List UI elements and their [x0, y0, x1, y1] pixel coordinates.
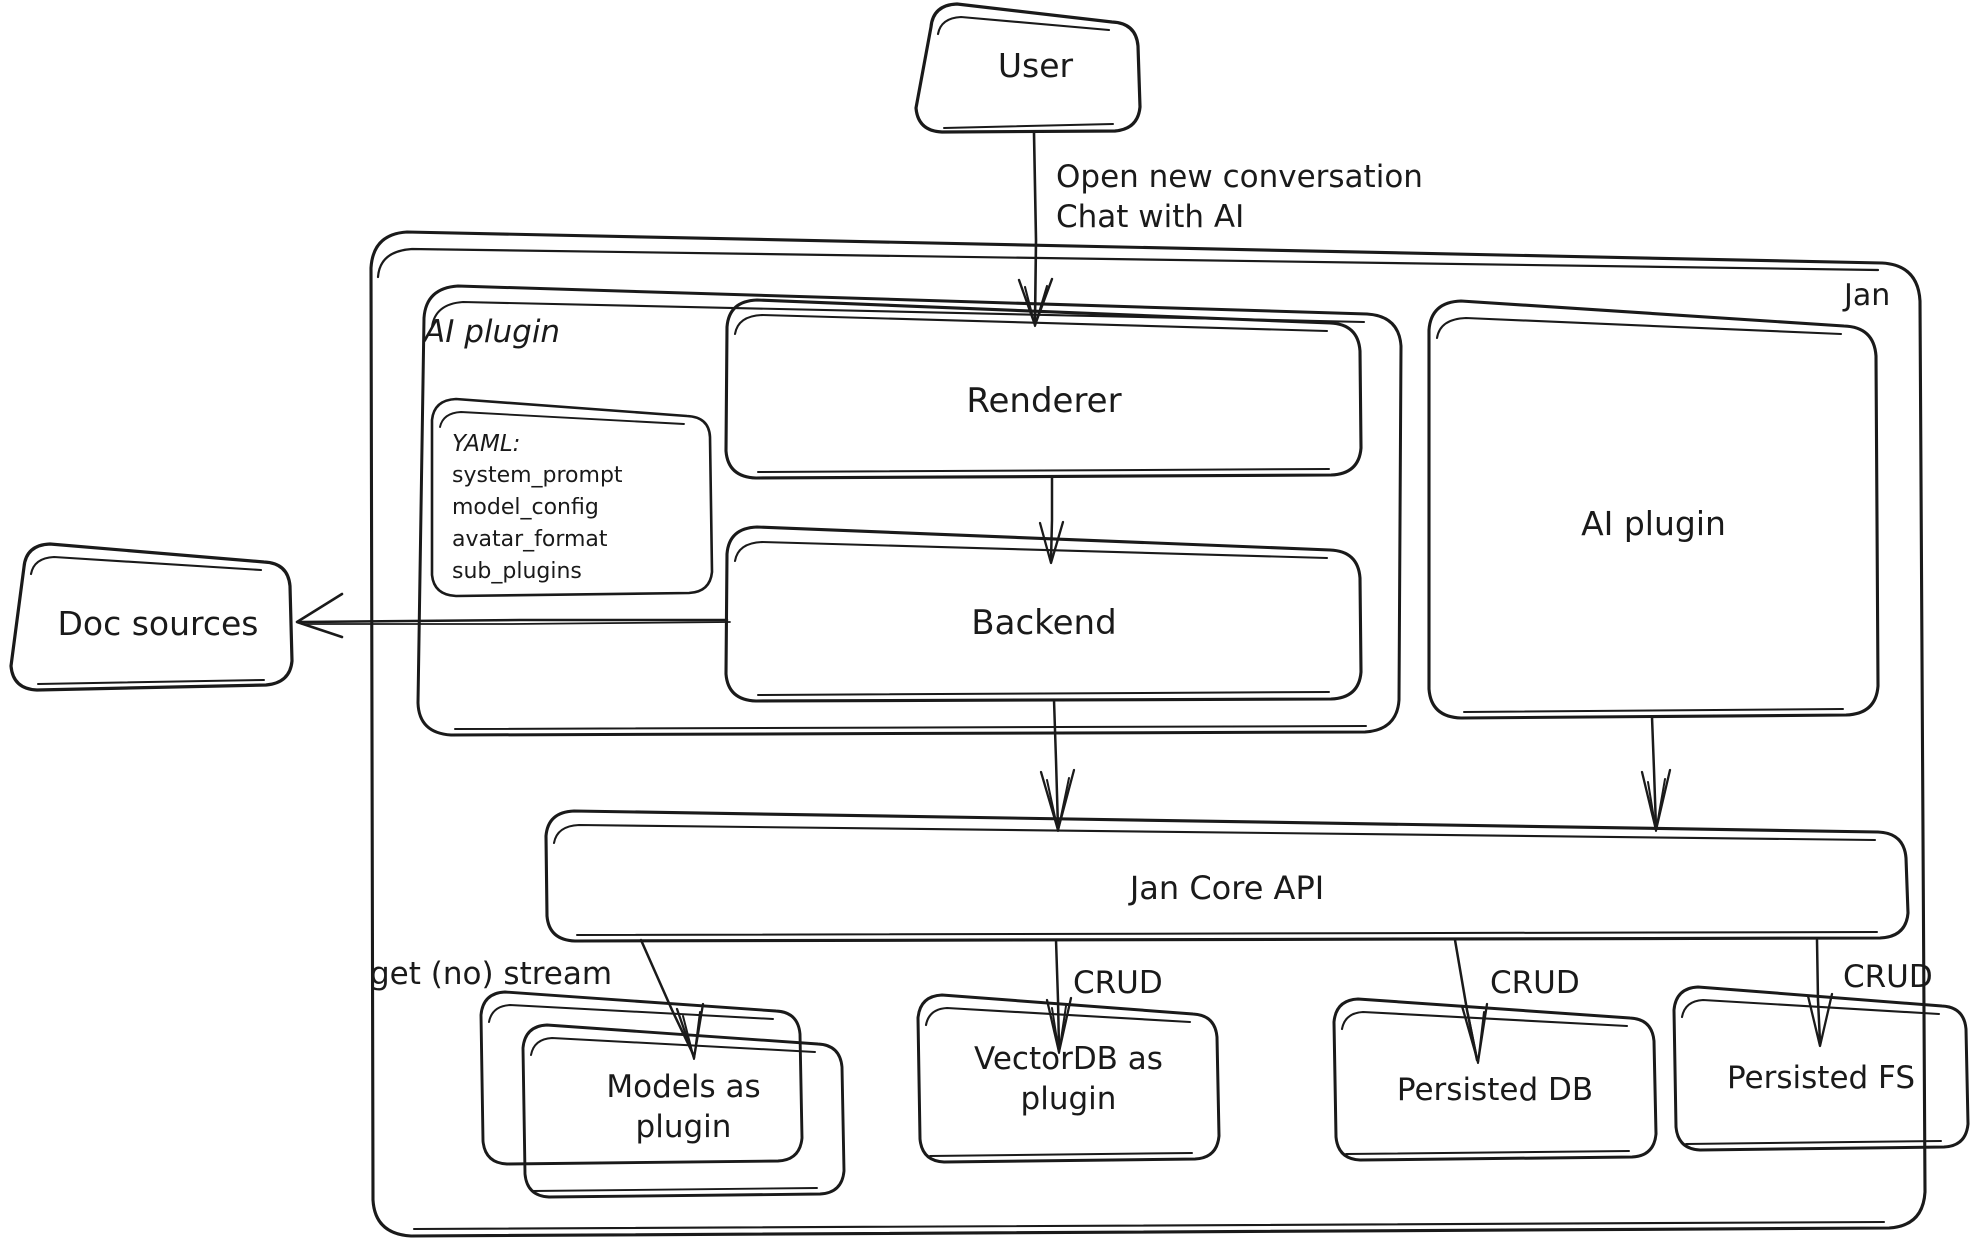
edge-core-vectordb-stroke: [1045, 938, 1073, 1054]
node-models-front-outline: [521, 1023, 846, 1199]
container-label-ai-plugin-group: AI plugin: [424, 314, 561, 350]
edge-core-models-stroke: [639, 938, 705, 1060]
edge-label-core-persisteddb: CRUD: [1490, 965, 1580, 1001]
yaml-note-key-avatar-format: avatar_format: [452, 527, 608, 552]
yaml-note-heading: YAML:: [452, 431, 521, 457]
node-label-persisted-fs[interactable]: Persisted FS: [1726, 1060, 1916, 1096]
edge-label-user-renderer: Open new conversation Chat with AI: [1056, 159, 1423, 235]
edge-label-core-models: get (no) stream: [370, 956, 613, 992]
node-label-persisted-db[interactable]: Persisted DB: [1396, 1072, 1594, 1108]
node-label-user[interactable]: User: [997, 46, 1074, 85]
yaml-note-key-system-prompt: system_prompt: [452, 463, 623, 488]
node-label-doc-sources[interactable]: Doc sources: [57, 604, 259, 643]
edge-core-persisteddb-stroke: [1453, 938, 1489, 1064]
edge-core-persistedfs-stroke: [1806, 938, 1834, 1048]
node-label-models[interactable]: Models as plugin: [606, 1069, 761, 1145]
node-ai-plugin-outline: [1427, 299, 1880, 720]
edge-backend-docsources-stroke: [295, 592, 731, 639]
edge-renderer-backend-stroke: [1038, 475, 1065, 565]
container-ai-plugin-group-outline: [416, 284, 1403, 737]
node-user-outline: [914, 2, 1142, 134]
node-backend-outline: [724, 525, 1363, 703]
yaml-note-key-model-config: model_config: [452, 495, 599, 520]
container-jan-outline: [369, 230, 1927, 1238]
node-models-outline: [479, 990, 804, 1166]
node-label-vectordb[interactable]: VectorDB as plugin: [974, 1041, 1163, 1117]
node-label-ai-plugin[interactable]: AI plugin: [1581, 504, 1726, 543]
node-label-jan-core-api[interactable]: Jan Core API: [1129, 869, 1325, 907]
edge-user-renderer-stroke: [1017, 131, 1054, 328]
node-vectordb-outline: [916, 993, 1221, 1164]
node-persisted-fs-outline: [1672, 985, 1970, 1152]
container-label-jan: Jan: [1844, 278, 1891, 313]
yaml-note-key-sub-plugins: sub_plugins: [452, 559, 582, 584]
node-label-backend[interactable]: Backend: [971, 603, 1117, 643]
edge-aiplugin-core-stroke: [1640, 715, 1672, 832]
edge-label-core-persistedfs: CRUD: [1843, 959, 1933, 995]
node-doc-sources-outline: [9, 542, 294, 692]
edge-backend-core-stroke: [1039, 698, 1076, 832]
node-renderer-outline: [724, 298, 1363, 480]
node-yaml-note-outline: [430, 397, 714, 598]
node-persisted-db-outline: [1332, 997, 1658, 1162]
edge-label-core-vectordb: CRUD: [1073, 965, 1163, 1001]
node-jan-core-api-outline: [544, 809, 1910, 943]
node-label-renderer[interactable]: Renderer: [966, 381, 1122, 421]
